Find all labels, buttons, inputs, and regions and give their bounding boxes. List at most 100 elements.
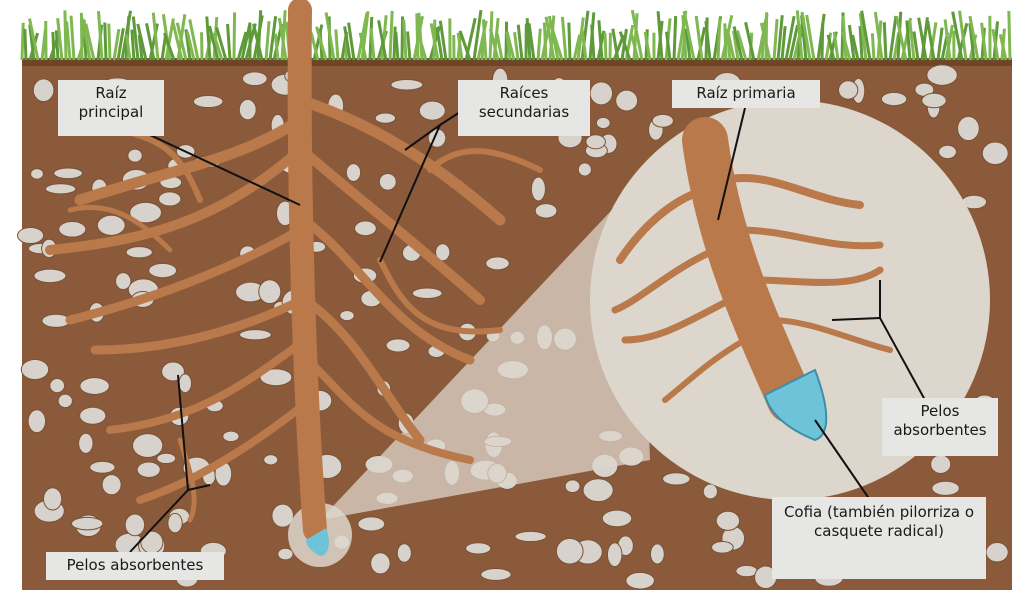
grass-blade: [215, 26, 228, 61]
grass-blade: [928, 22, 938, 61]
label-primary-root: Raíz primaria: [672, 80, 820, 108]
stone: [354, 220, 377, 237]
stone: [530, 176, 546, 202]
grass-blade: [406, 31, 412, 61]
grass-blade: [516, 24, 524, 61]
stone: [589, 81, 614, 106]
grass-blade: [151, 12, 160, 61]
stone: [53, 167, 83, 180]
grass-blade: [394, 31, 400, 61]
stone: [125, 246, 153, 259]
grass-blade: [232, 12, 237, 61]
grass-blade: [112, 28, 121, 61]
label-root-hairs-left: Pelos absorbentes: [46, 552, 224, 580]
stone: [239, 329, 272, 341]
grass-blade: [360, 11, 370, 61]
grass-blade: [603, 32, 608, 61]
label-secondary-roots: Raíces secundarias: [458, 80, 590, 136]
grass-blade: [832, 31, 840, 61]
stone: [58, 221, 87, 238]
stone: [981, 141, 1009, 166]
grass-blade: [324, 12, 336, 61]
grass-blade: [81, 18, 92, 61]
grass-blade: [920, 17, 929, 61]
grass-blade: [116, 27, 125, 61]
grass-blade: [580, 29, 588, 61]
grass-blade: [488, 28, 500, 61]
grass-blade: [205, 16, 212, 61]
grass-blade: [315, 26, 328, 61]
grass-blade: [438, 20, 448, 61]
grass-blade: [870, 33, 876, 61]
grass-blade: [681, 14, 688, 61]
grass-blade: [656, 11, 664, 61]
grass-blade: [20, 22, 25, 61]
stone: [263, 454, 279, 466]
stone: [277, 547, 294, 561]
stone: [702, 483, 719, 500]
stone: [711, 540, 734, 554]
grass-blade: [772, 18, 779, 61]
grass-blade: [926, 20, 936, 61]
grass-blade: [312, 24, 324, 61]
grass-blade: [415, 28, 428, 61]
stone: [242, 71, 268, 87]
grass-blade: [764, 12, 769, 61]
stone: [32, 78, 55, 103]
stone: [79, 377, 110, 395]
grass-blade: [268, 16, 278, 61]
grass-blade: [951, 11, 964, 61]
stone: [931, 480, 960, 496]
grass-blade: [347, 22, 356, 61]
grass-blade: [618, 31, 632, 61]
grass-blade: [580, 10, 590, 61]
grass-blade: [163, 32, 176, 61]
grass-blade: [208, 25, 220, 61]
root-cap-small: [306, 528, 329, 556]
grass-blade: [851, 34, 860, 61]
grass-blade: [968, 23, 976, 61]
stone: [43, 487, 63, 511]
stone: [435, 243, 451, 262]
stone: [577, 162, 592, 177]
stone: [115, 272, 132, 291]
grass-blade: [145, 22, 156, 61]
grass-blade: [392, 26, 397, 61]
grass-blade: [716, 17, 722, 61]
stone: [339, 309, 355, 322]
grass-blade: [256, 10, 263, 61]
grass-blade: [377, 20, 388, 61]
grass-blade: [211, 32, 224, 61]
grass-blade: [665, 31, 672, 61]
grass-blade: [912, 31, 920, 61]
grass-blade: [936, 27, 944, 61]
stone: [271, 503, 294, 528]
grass-blade: [572, 34, 582, 61]
stone: [345, 163, 362, 182]
grass-blade: [795, 10, 804, 61]
grass-blade: [492, 17, 500, 61]
grass-blade: [905, 20, 912, 61]
grass-blade: [542, 22, 548, 61]
stone: [465, 542, 492, 555]
stone: [615, 89, 639, 112]
stone: [148, 262, 178, 279]
grass-blade: [458, 30, 472, 61]
stone: [129, 201, 162, 224]
grass-blade: [858, 12, 868, 61]
grass-blade: [684, 28, 692, 61]
grass-blade: [776, 15, 784, 61]
grass-blade: [136, 23, 148, 61]
stone: [957, 115, 980, 142]
grass-blade: [847, 24, 856, 61]
stone: [514, 530, 547, 543]
stone: [20, 358, 50, 381]
stone: [595, 116, 611, 130]
grass-blade: [643, 31, 652, 61]
grass-blade: [63, 10, 68, 61]
grass-blade: [732, 30, 740, 61]
grass-blade: [723, 23, 728, 61]
label-root-cap: Cofia (también pilorriza o casquete radi…: [772, 497, 986, 579]
stone: [89, 460, 116, 474]
stone: [564, 479, 581, 494]
